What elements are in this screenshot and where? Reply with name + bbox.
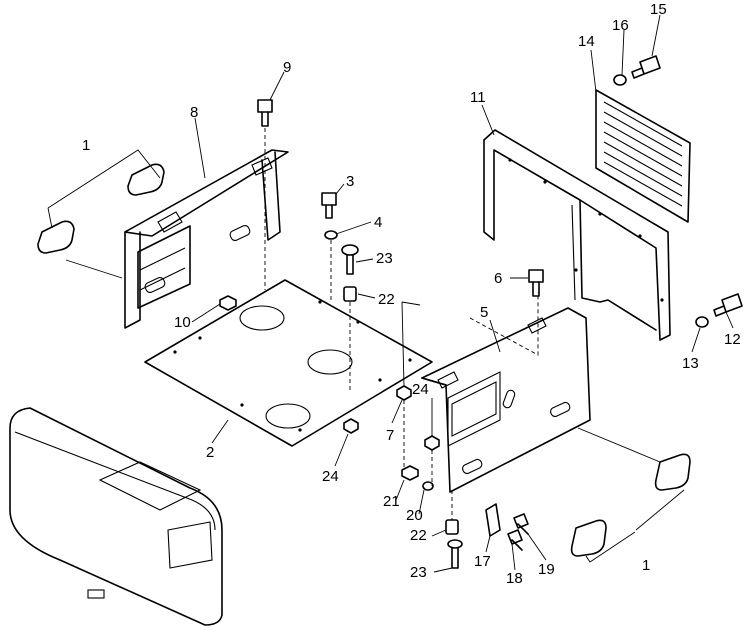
nut-24-lower <box>343 418 359 434</box>
callout-8: 8 <box>190 104 198 121</box>
washer-20 <box>422 481 434 491</box>
callout-5: 5 <box>480 304 488 321</box>
bolt-3 <box>321 192 337 219</box>
callout-4: 4 <box>374 214 382 231</box>
callout-23-upper: 23 <box>376 250 393 267</box>
callout-3: 3 <box>346 173 354 190</box>
nut-21 <box>401 465 419 481</box>
base-plate <box>144 279 433 447</box>
callout-11: 11 <box>470 89 486 106</box>
callout-7: 7 <box>386 427 394 444</box>
bolt-9 <box>257 99 273 290</box>
washer-4 <box>324 230 338 240</box>
callout-1-left: 1 <box>82 137 90 154</box>
bolt-6 <box>528 269 544 297</box>
callout-22-upper: 22 <box>378 291 395 308</box>
rubber-bumper-right-b <box>570 519 607 557</box>
rubber-bumper-left-top <box>127 163 165 196</box>
rubber-bumper-left-bottom <box>37 220 75 254</box>
engine-hood-cover <box>9 407 223 626</box>
bolt-18 <box>507 529 523 551</box>
rear-frame <box>483 129 671 341</box>
nut-10 <box>219 295 237 311</box>
nut-24-middle <box>424 435 440 451</box>
callout-17: 17 <box>474 553 491 570</box>
bolt-19 <box>513 513 529 535</box>
callout-18: 18 <box>506 570 523 587</box>
callout-9: 9 <box>283 59 291 76</box>
callout-labels: 1 2 3 4 5 6 7 8 9 10 11 12 13 14 15 16 1… <box>82 1 741 587</box>
right-side-panel <box>421 292 591 493</box>
callout-12: 12 <box>724 331 741 348</box>
callout-21: 21 <box>383 493 400 510</box>
callout-24-middle: 24 <box>412 381 429 398</box>
bracket-17 <box>485 503 501 537</box>
nut-7 <box>396 385 412 401</box>
rubber-bumper-right-a <box>654 453 691 491</box>
spacer-22-upper <box>343 286 357 390</box>
callout-23-lower: 23 <box>410 564 427 581</box>
callout-2: 2 <box>206 444 214 461</box>
washer-13 <box>695 316 709 328</box>
screw-23-upper <box>341 244 359 275</box>
callout-1-right: 1 <box>642 557 650 574</box>
callout-6: 6 <box>494 270 502 287</box>
left-side-panel <box>124 149 289 329</box>
bolt-12 <box>713 293 743 317</box>
screw-23-lower <box>447 539 463 569</box>
callout-19: 19 <box>538 561 555 578</box>
callout-16: 16 <box>612 17 629 34</box>
callout-13: 13 <box>682 355 699 372</box>
callout-10: 10 <box>174 314 191 331</box>
callout-15: 15 <box>650 1 667 18</box>
bolt-15 <box>631 55 661 79</box>
callout-20: 20 <box>406 507 423 524</box>
washer-16 <box>613 74 627 86</box>
grille-panel <box>595 89 691 223</box>
callout-24-lower: 24 <box>322 468 339 485</box>
spacer-22-lower <box>445 519 459 535</box>
callout-14: 14 <box>578 33 595 50</box>
callout-22-lower: 22 <box>410 527 427 544</box>
